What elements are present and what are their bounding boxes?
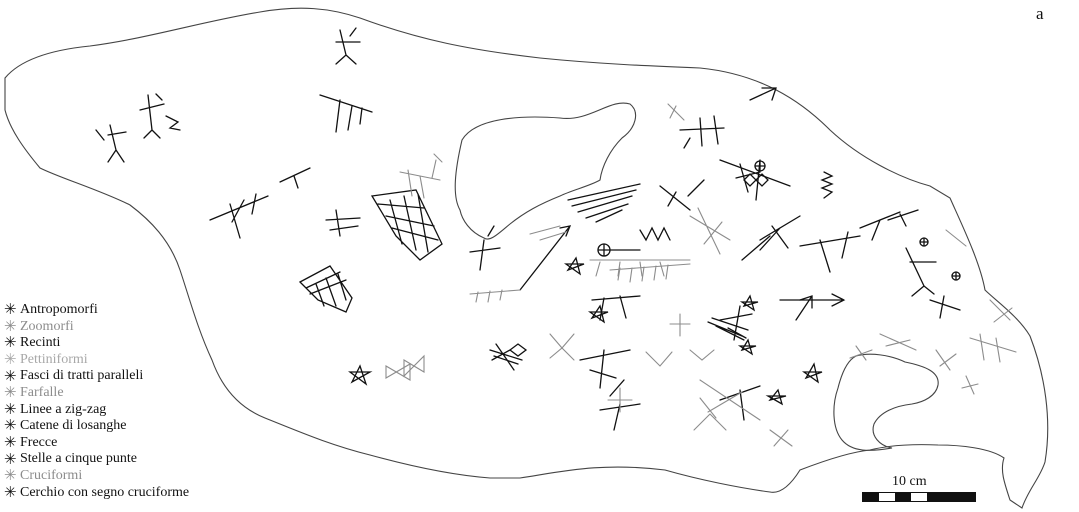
- engravings-dark: [95, 27, 961, 431]
- asterisk-icon: ✳: [4, 451, 17, 468]
- asterisk-icon: ✳: [4, 368, 17, 385]
- legend-label: Farfalle: [20, 384, 64, 400]
- scale-segment: [895, 493, 911, 501]
- panel-letter: a: [1036, 4, 1044, 23]
- legend-label: Pettiniformi: [20, 351, 88, 367]
- scale-bar-graphic: [862, 492, 976, 502]
- scale-segment: [911, 493, 927, 501]
- asterisk-icon: ✳: [4, 335, 17, 352]
- legend-label: Catene di losanghe: [20, 418, 127, 434]
- scale-bar-label: 10 cm: [892, 474, 927, 489]
- asterisk-icon: ✳: [4, 385, 17, 402]
- rock-outline: [4, 7, 1049, 509]
- scale-segment: [863, 493, 879, 501]
- legend-item: ✳Frecce: [4, 435, 189, 452]
- legend-label: Cerchio con segno cruciforme: [20, 484, 190, 500]
- legend-label: Frecce: [20, 434, 58, 450]
- engravings-gray: [385, 103, 1017, 447]
- asterisk-icon: ✳: [4, 401, 17, 418]
- legend-label: Recinti: [20, 335, 61, 351]
- legend-label: Stelle a cinque punte: [20, 451, 138, 467]
- asterisk-icon: ✳: [4, 468, 17, 485]
- scale-bar: 10 cm: [862, 474, 976, 504]
- legend: ✳Antropomorfi ✳Zoomorfi ✳Recinti ✳Pettin…: [4, 302, 189, 501]
- rock-hollow: [833, 353, 939, 451]
- legend-item: ✳Antropomorfi: [4, 302, 189, 319]
- legend-item: ✳Zoomorfi: [4, 319, 189, 336]
- asterisk-icon: ✳: [4, 435, 17, 452]
- asterisk-icon: ✳: [4, 352, 17, 369]
- asterisk-icon: ✳: [4, 484, 17, 501]
- legend-item: ✳Fasci di tratti paralleli: [4, 368, 189, 385]
- legend-item: ✳Recinti: [4, 335, 189, 352]
- asterisk-icon: ✳: [4, 318, 17, 335]
- legend-label: Linee a zig-zag: [20, 401, 107, 417]
- legend-item: ✳Farfalle: [4, 385, 189, 402]
- legend-label: Fasci di tratti paralleli: [20, 368, 144, 384]
- asterisk-icon: ✳: [4, 418, 17, 435]
- legend-label: Antropomorfi: [20, 302, 98, 317]
- legend-item: ✳Catene di losanghe: [4, 418, 189, 435]
- legend-label: Cruciformi: [20, 467, 83, 483]
- scale-segment: [879, 493, 895, 501]
- scale-segment: [927, 493, 943, 501]
- rock-hollow: [454, 102, 637, 240]
- legend-item: ✳Cruciformi: [4, 468, 189, 485]
- scale-segment: [943, 493, 975, 501]
- asterisk-icon: ✳: [4, 302, 17, 319]
- legend-item: ✳Pettiniformi: [4, 352, 189, 369]
- legend-item: ✳Cerchio con segno cruciforme: [4, 485, 189, 502]
- legend-label: Zoomorfi: [20, 318, 74, 334]
- legend-item: ✳Stelle a cinque punte: [4, 451, 189, 468]
- legend-item: ✳Linee a zig-zag: [4, 402, 189, 419]
